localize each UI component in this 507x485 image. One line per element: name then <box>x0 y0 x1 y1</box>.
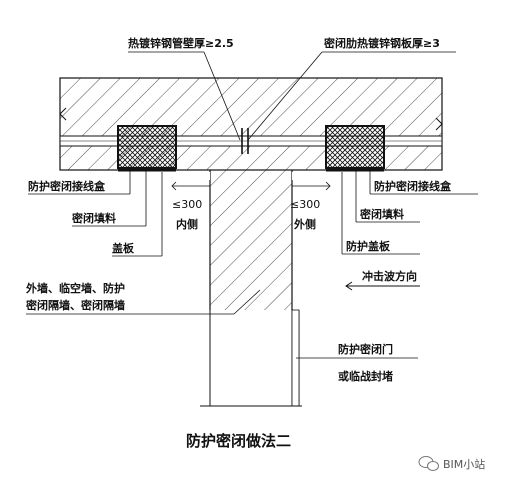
concrete-wall <box>210 170 292 310</box>
junction-box-left <box>117 125 177 169</box>
pipe-wall-label: 热镀锌钢管壁厚≥2.5 <box>128 36 234 50</box>
wall-opening-right <box>292 172 328 180</box>
watermark-text: BIM小站 <box>443 457 485 471</box>
shock-wave-label: 冲击波方向 <box>362 269 417 283</box>
junction-box-right-label: 防护密闭接线盒 <box>374 179 452 193</box>
dim-left-label: ≤300 <box>172 198 202 211</box>
junction-box-right <box>325 125 385 169</box>
wall-label-1: 外墙、临空墙、防护 <box>25 281 125 295</box>
dim-arrow-right <box>325 181 331 191</box>
shock-wave-arrowhead <box>345 281 353 291</box>
door-label-1: 防护密闭门 <box>338 342 393 356</box>
leader-wall-diag <box>233 289 261 315</box>
wall-opening-left <box>174 172 210 180</box>
diagram-title: 防护密闭做法二 <box>186 432 291 450</box>
wall-lower <box>209 310 300 406</box>
dim-right-label: ≤300 <box>290 198 320 211</box>
wechat-logo-icon <box>418 456 439 471</box>
fill-right-label: 密闭填料 <box>360 207 404 221</box>
fill-left-label: 密闭填料 <box>72 211 116 225</box>
side-right-label: 外侧 <box>293 217 316 231</box>
wall-label-2: 密闭隔墙、密闭隔墙 <box>26 298 125 312</box>
junction-box-left-label: 防护密闭接线盒 <box>28 179 106 193</box>
cover-right-label: 防护盖板 <box>346 239 391 253</box>
break-line-right <box>435 117 443 131</box>
rib-plate-label: 密闭肋热镀锌钢板厚≥3 <box>324 36 440 50</box>
leader-rib-plate <box>247 51 323 141</box>
door-label-2: 或临战封堵 <box>338 369 393 383</box>
dim-arrow-left <box>171 181 177 191</box>
wall-outline <box>209 170 293 310</box>
break-line-left <box>59 107 67 121</box>
leader-pipe-wall <box>203 51 241 141</box>
cover-left-label: 盖板 <box>112 241 135 255</box>
side-left-label: 内侧 <box>176 217 198 231</box>
